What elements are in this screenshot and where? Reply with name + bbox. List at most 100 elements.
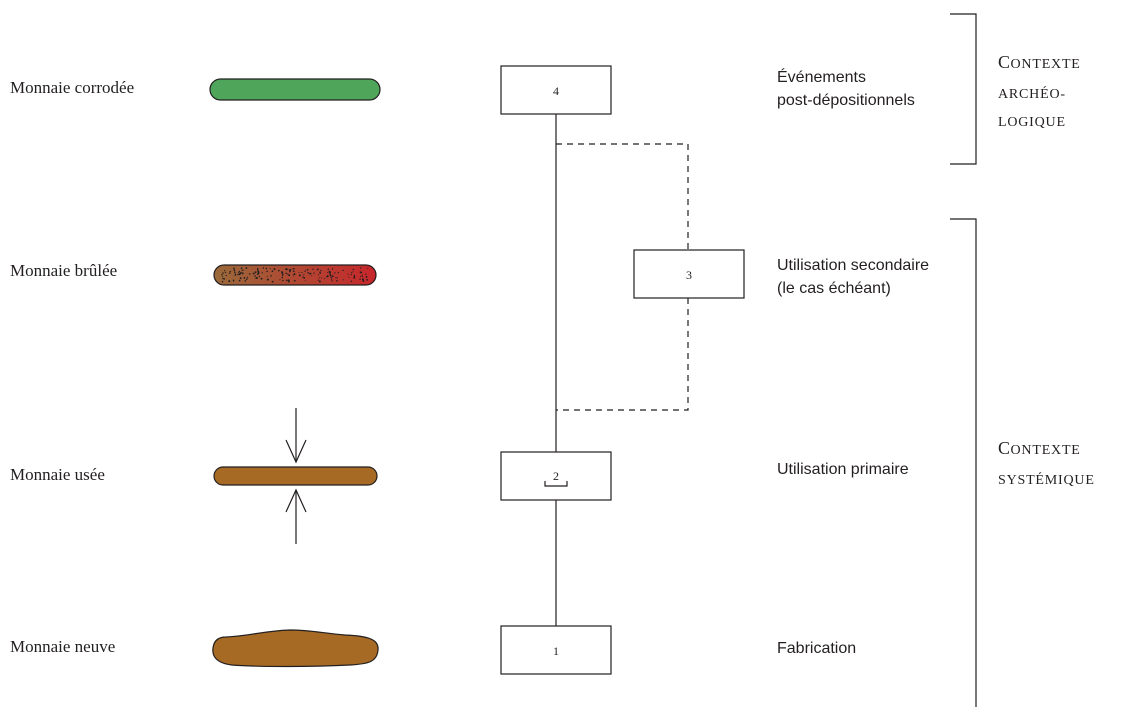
burn-speck	[303, 274, 305, 276]
burn-speck	[353, 276, 356, 279]
archaeological-context-bracket	[950, 13, 977, 165]
stage-number-3: 3	[686, 268, 692, 282]
burn-speck	[331, 280, 333, 282]
burn-speck	[362, 278, 364, 281]
burn-speck	[359, 275, 362, 277]
burn-speck	[362, 279, 364, 282]
burn-speck	[261, 272, 263, 274]
burn-speck	[243, 277, 246, 279]
secondary-loop-top	[556, 143, 689, 250]
burn-speck	[298, 274, 301, 277]
burn-speck	[361, 275, 364, 278]
burn-speck	[313, 272, 315, 274]
burn-speck	[301, 272, 303, 274]
stage-label-3-line2: (le cas échéant)	[777, 280, 891, 297]
stage-box-3: 3	[633, 249, 745, 299]
burn-speck	[304, 280, 306, 282]
burn-speck	[303, 277, 306, 279]
burn-speck	[221, 276, 224, 278]
burn-speck	[285, 279, 288, 282]
burn-speck	[367, 267, 369, 269]
burn-speck	[289, 270, 291, 273]
burn-speck	[293, 273, 296, 275]
burn-speck	[245, 267, 248, 269]
stage-number-1: 1	[553, 644, 559, 658]
burn-speck	[366, 279, 369, 281]
burn-speck	[257, 271, 260, 274]
burn-speck	[323, 278, 325, 280]
stage-label-4-line2: post-dépositionnels	[777, 92, 915, 109]
burn-speck	[281, 274, 284, 276]
stage-label-1: Fabrication	[777, 640, 856, 657]
burn-speck	[317, 279, 320, 281]
burn-speck	[282, 279, 284, 282]
burn-speck	[351, 272, 353, 274]
burn-speck	[273, 268, 276, 271]
burn-speck	[302, 276, 304, 278]
burn-speck	[287, 280, 290, 283]
burned-coin-icon	[213, 264, 377, 286]
new-coin-icon	[212, 629, 379, 668]
burn-speck	[317, 274, 320, 276]
burn-speck	[331, 275, 334, 278]
burn-speck	[254, 271, 257, 273]
burn-speck	[288, 274, 291, 277]
burn-speck	[256, 268, 259, 270]
burn-speck	[241, 272, 244, 275]
burn-speck	[246, 278, 248, 280]
burn-speck	[337, 272, 340, 274]
burn-speck	[319, 272, 321, 274]
burn-speck	[254, 272, 256, 275]
burn-speck	[260, 277, 263, 280]
burn-speck	[222, 277, 224, 280]
burn-speck	[258, 275, 261, 278]
burn-speck	[246, 276, 249, 279]
burn-speck	[328, 271, 331, 274]
burn-speck	[256, 277, 258, 279]
burn-speck	[320, 269, 322, 271]
corroded-coin-icon	[209, 78, 381, 101]
burn-speck	[292, 270, 295, 273]
burn-speck	[224, 269, 226, 272]
burn-speck	[366, 276, 368, 278]
burn-speck	[241, 269, 243, 271]
burn-speck	[262, 267, 265, 269]
systemic-context-line1: CONTEXTE	[998, 438, 1081, 458]
burn-speck	[335, 277, 337, 279]
burn-speck	[277, 269, 280, 272]
burn-speck	[270, 275, 272, 277]
burn-speck	[352, 268, 355, 271]
burn-speck	[234, 272, 236, 274]
burn-speck	[311, 275, 313, 277]
burn-speck	[234, 270, 236, 272]
label-new-coin: Monnaie neuve	[10, 637, 115, 656]
burn-speck	[361, 274, 363, 276]
burn-speck	[288, 279, 290, 281]
burn-speck	[240, 271, 242, 274]
burn-speck	[271, 280, 274, 283]
stage-box-2: 2	[500, 451, 612, 501]
label-burned-coin: Monnaie brûlée	[10, 261, 117, 280]
burn-speck	[318, 277, 320, 279]
burn-speck	[360, 267, 362, 269]
burn-speck	[285, 268, 288, 271]
burn-speck	[242, 269, 244, 271]
burn-speck	[281, 276, 284, 279]
burn-speck	[287, 268, 289, 270]
burn-speck	[292, 268, 294, 270]
burn-speck	[221, 280, 224, 283]
worn-coin-icon	[213, 466, 378, 486]
burn-speck	[266, 276, 268, 278]
secondary-loop-bottom	[556, 298, 689, 411]
burn-speck	[239, 277, 242, 280]
burn-speck	[342, 279, 344, 281]
burn-speck	[293, 279, 296, 282]
burn-speck	[223, 278, 226, 280]
stage-box-1: 1	[500, 625, 612, 675]
burn-speck	[350, 280, 353, 282]
burn-speck	[310, 272, 312, 274]
burn-speck	[327, 271, 329, 274]
burn-speck	[265, 267, 268, 270]
burn-speck	[293, 275, 295, 277]
burn-speck	[326, 275, 329, 278]
